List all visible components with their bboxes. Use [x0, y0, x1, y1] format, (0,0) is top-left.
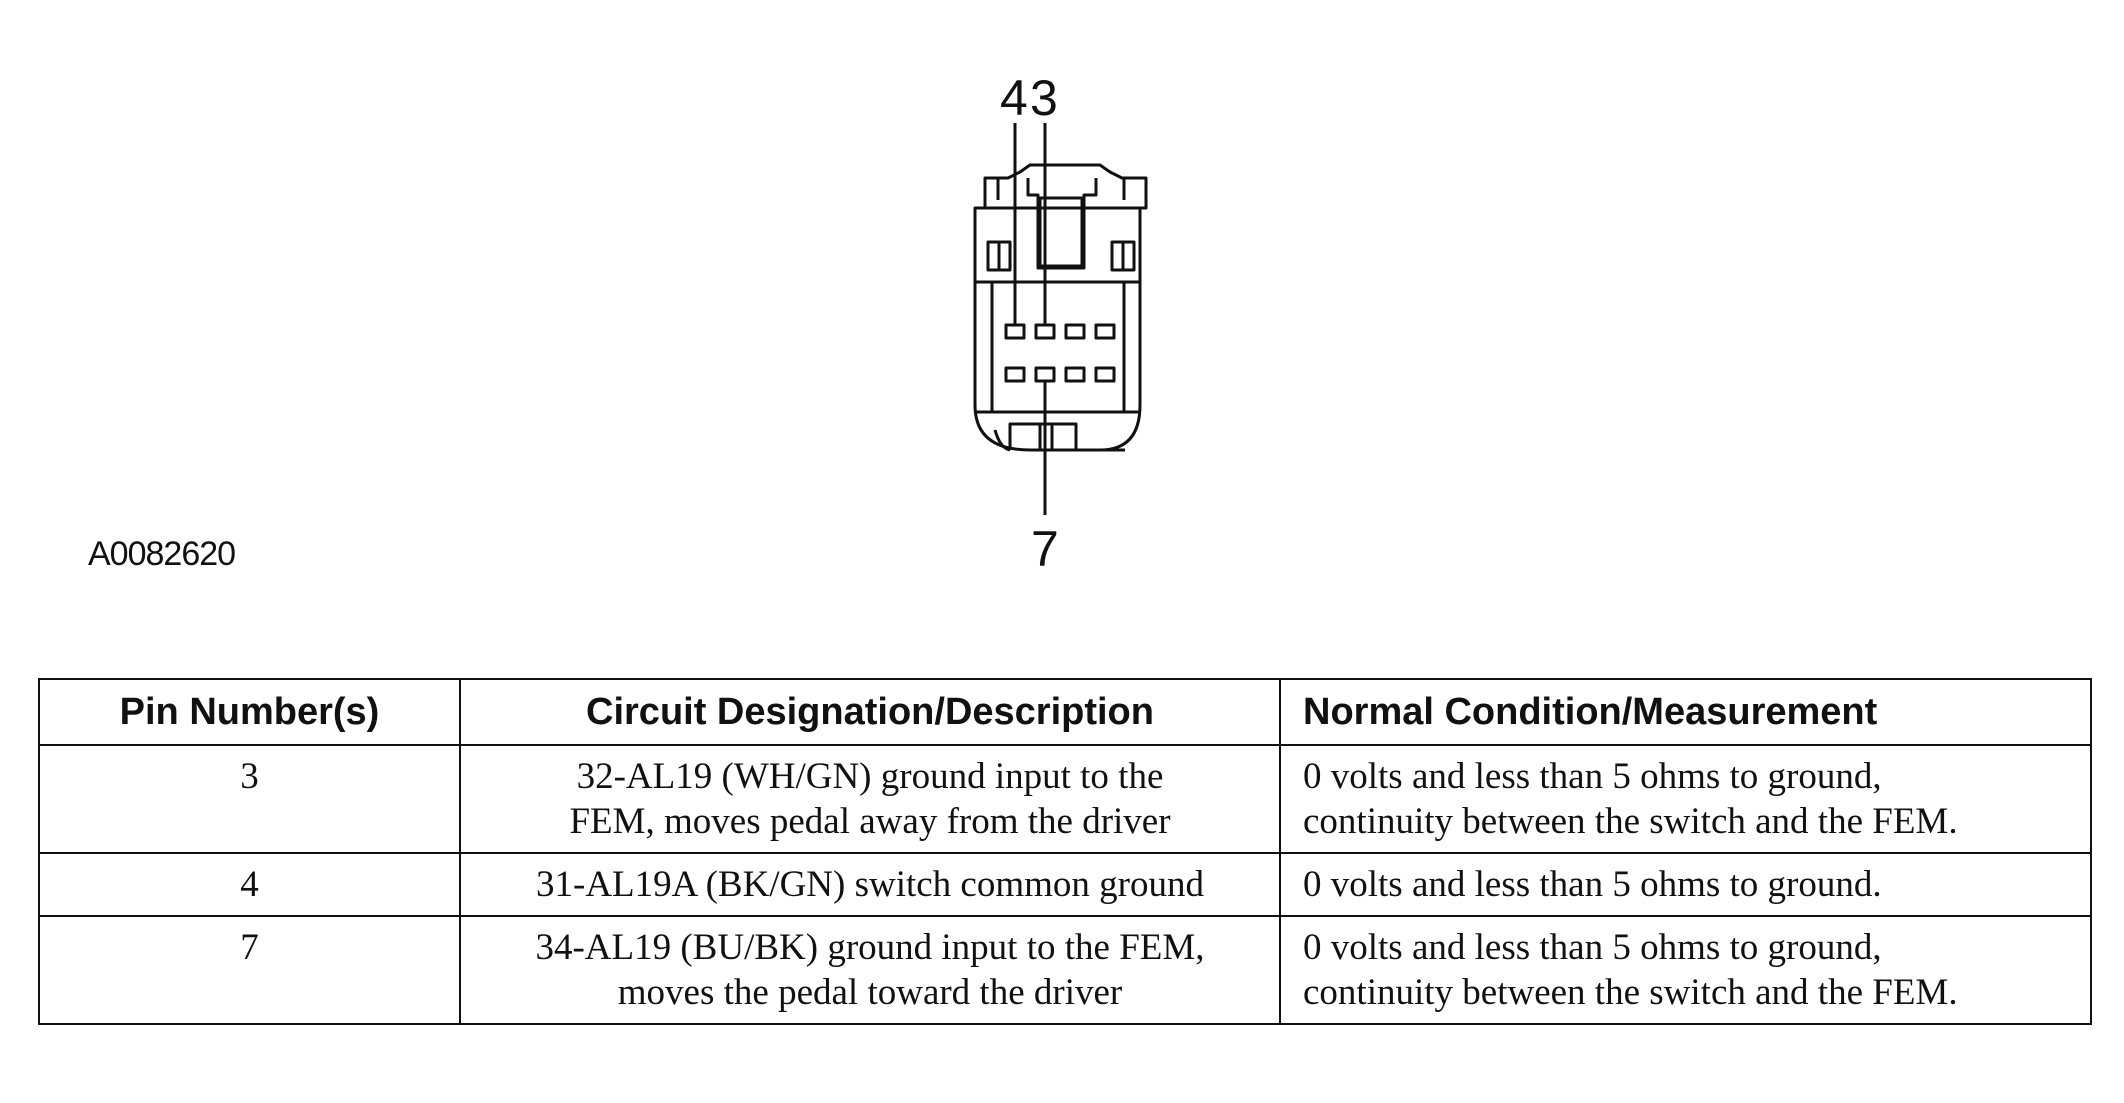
pin-cavity — [1004, 323, 1026, 340]
connector-diagram: 4 3 7 — [973, 70, 1148, 577]
pin-cavity — [1064, 323, 1086, 340]
cell-text-line: 0 volts and less than 5 ohms to ground, — [1303, 927, 1882, 968]
cell-text-line: 34-AL19 (BU/BK) ground input to the FEM, — [535, 927, 1205, 968]
cell-text-line: 0 volts and less than 5 ohms to ground. — [1303, 864, 1882, 905]
circuit-description-cell: 31-AL19A (BK/GN) switch common ground — [459, 852, 1281, 917]
circuit-description-cell: 34-AL19 (BU/BK) ground input to the FEM,… — [459, 915, 1281, 1025]
header-circuit-designation: Circuit Designation/Description — [459, 678, 1281, 746]
latch-window — [1038, 196, 1084, 268]
condition-cell: 0 volts and less than 5 ohms to ground, … — [1279, 915, 2092, 1025]
condition-cell: 0 volts and less than 5 ohms to ground, … — [1279, 744, 2092, 854]
cell-text-line: 31-AL19A (BK/GN) switch common ground — [536, 864, 1204, 905]
figure-id: A0082620 — [88, 535, 236, 573]
pin-number-cell: 3 — [38, 744, 461, 854]
pin-label-4: 4 — [1000, 70, 1028, 126]
condition-cell: 0 volts and less than 5 ohms to ground. — [1279, 852, 2092, 917]
latch-detail — [996, 178, 1126, 200]
key-notch — [1008, 422, 1078, 450]
pin-label-7: 7 — [1031, 521, 1059, 577]
table-row: 3 32-AL19 (WH/GN) ground input to the FE… — [38, 744, 2092, 854]
pin-cavity — [1064, 366, 1086, 383]
cell-text-line: 32-AL19 (WH/GN) ground input to the — [576, 756, 1164, 797]
cell-text-line: 0 volts and less than 5 ohms to ground, — [1303, 756, 1882, 797]
table-row: 7 34-AL19 (BU/BK) ground input to the FE… — [38, 915, 2092, 1025]
cell-text-line: continuity between the switch and the FE… — [1303, 801, 1958, 842]
cell-text-line: FEM, moves pedal away from the driver — [569, 801, 1171, 842]
circuit-description-cell: 32-AL19 (WH/GN) ground input to the FEM,… — [459, 744, 1281, 854]
pin-label-3: 3 — [1030, 70, 1058, 126]
bottom-foot — [993, 429, 1125, 452]
cell-text-line: moves the pedal toward the driver — [617, 972, 1123, 1013]
table-header-row: Pin Number(s) Circuit Designation/Descri… — [38, 678, 2092, 746]
pin-cavity — [1094, 366, 1116, 383]
pin-number-cell: 7 — [38, 915, 461, 1025]
cell-text-line: continuity between the switch and the FE… — [1303, 972, 1958, 1013]
pin-cavity — [1034, 323, 1056, 340]
connector-latch — [1026, 178, 1098, 270]
pin-table: Pin Number(s) Circuit Designation/Descri… — [38, 678, 2092, 1025]
header-pin-number: Pin Number(s) — [38, 678, 461, 746]
pin-number-cell: 4 — [38, 852, 461, 917]
pin-cavity — [1004, 366, 1026, 383]
pin-cavity — [1034, 366, 1056, 383]
table-row: 4 31-AL19A (BK/GN) switch common ground … — [38, 852, 2092, 917]
pin-cavity — [1094, 323, 1116, 340]
header-normal-condition: Normal Condition/Measurement — [1279, 678, 2092, 746]
